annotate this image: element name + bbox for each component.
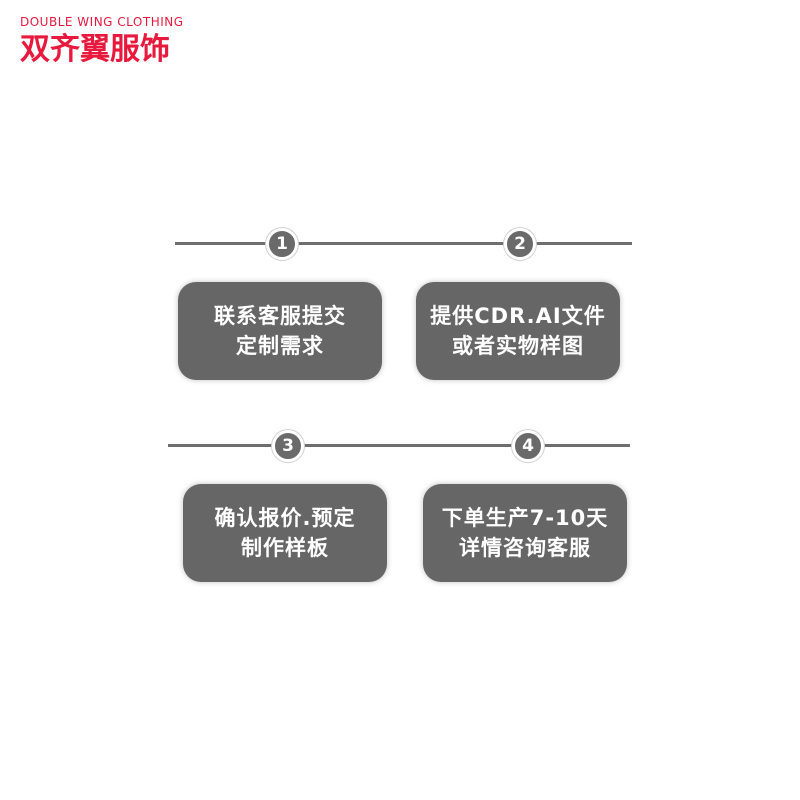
step-3-line-1: 确认报价.预定 (214, 506, 356, 530)
step-2-box: 提供CDR.AI文件 或者实物样图 (416, 282, 620, 380)
step-4-line-1: 下单生产7-10天 (441, 506, 609, 530)
step-4-box: 下单生产7-10天 详情咨询客服 (423, 484, 627, 582)
step-2-line-1: 提供CDR.AI文件 (430, 304, 606, 328)
brand-logo: DOUBLE WING CLOTHING 双齐翼服饰 (20, 14, 184, 68)
step-2-number-badge: 2 (504, 228, 536, 260)
step-1-line-1: 联系客服提交 (214, 304, 346, 328)
step-3-number-badge: 3 (272, 430, 304, 462)
step-1-box: 联系客服提交 定制需求 (178, 282, 382, 380)
step-4-line-2: 详情咨询客服 (459, 536, 591, 560)
step-1-number-badge: 1 (266, 228, 298, 260)
step-row-2-line (168, 444, 630, 447)
step-row-1-line (175, 242, 632, 245)
step-2-line-2: 或者实物样图 (452, 334, 584, 358)
step-4-number-badge: 4 (512, 430, 544, 462)
step-1-line-2: 定制需求 (236, 334, 324, 358)
step-3-line-2: 制作样板 (241, 536, 329, 560)
brand-name-cn: 双齐翼服饰 (20, 32, 170, 67)
brand-name-en: DOUBLE WING CLOTHING (20, 15, 184, 29)
step-3-box: 确认报价.预定 制作样板 (183, 484, 387, 582)
